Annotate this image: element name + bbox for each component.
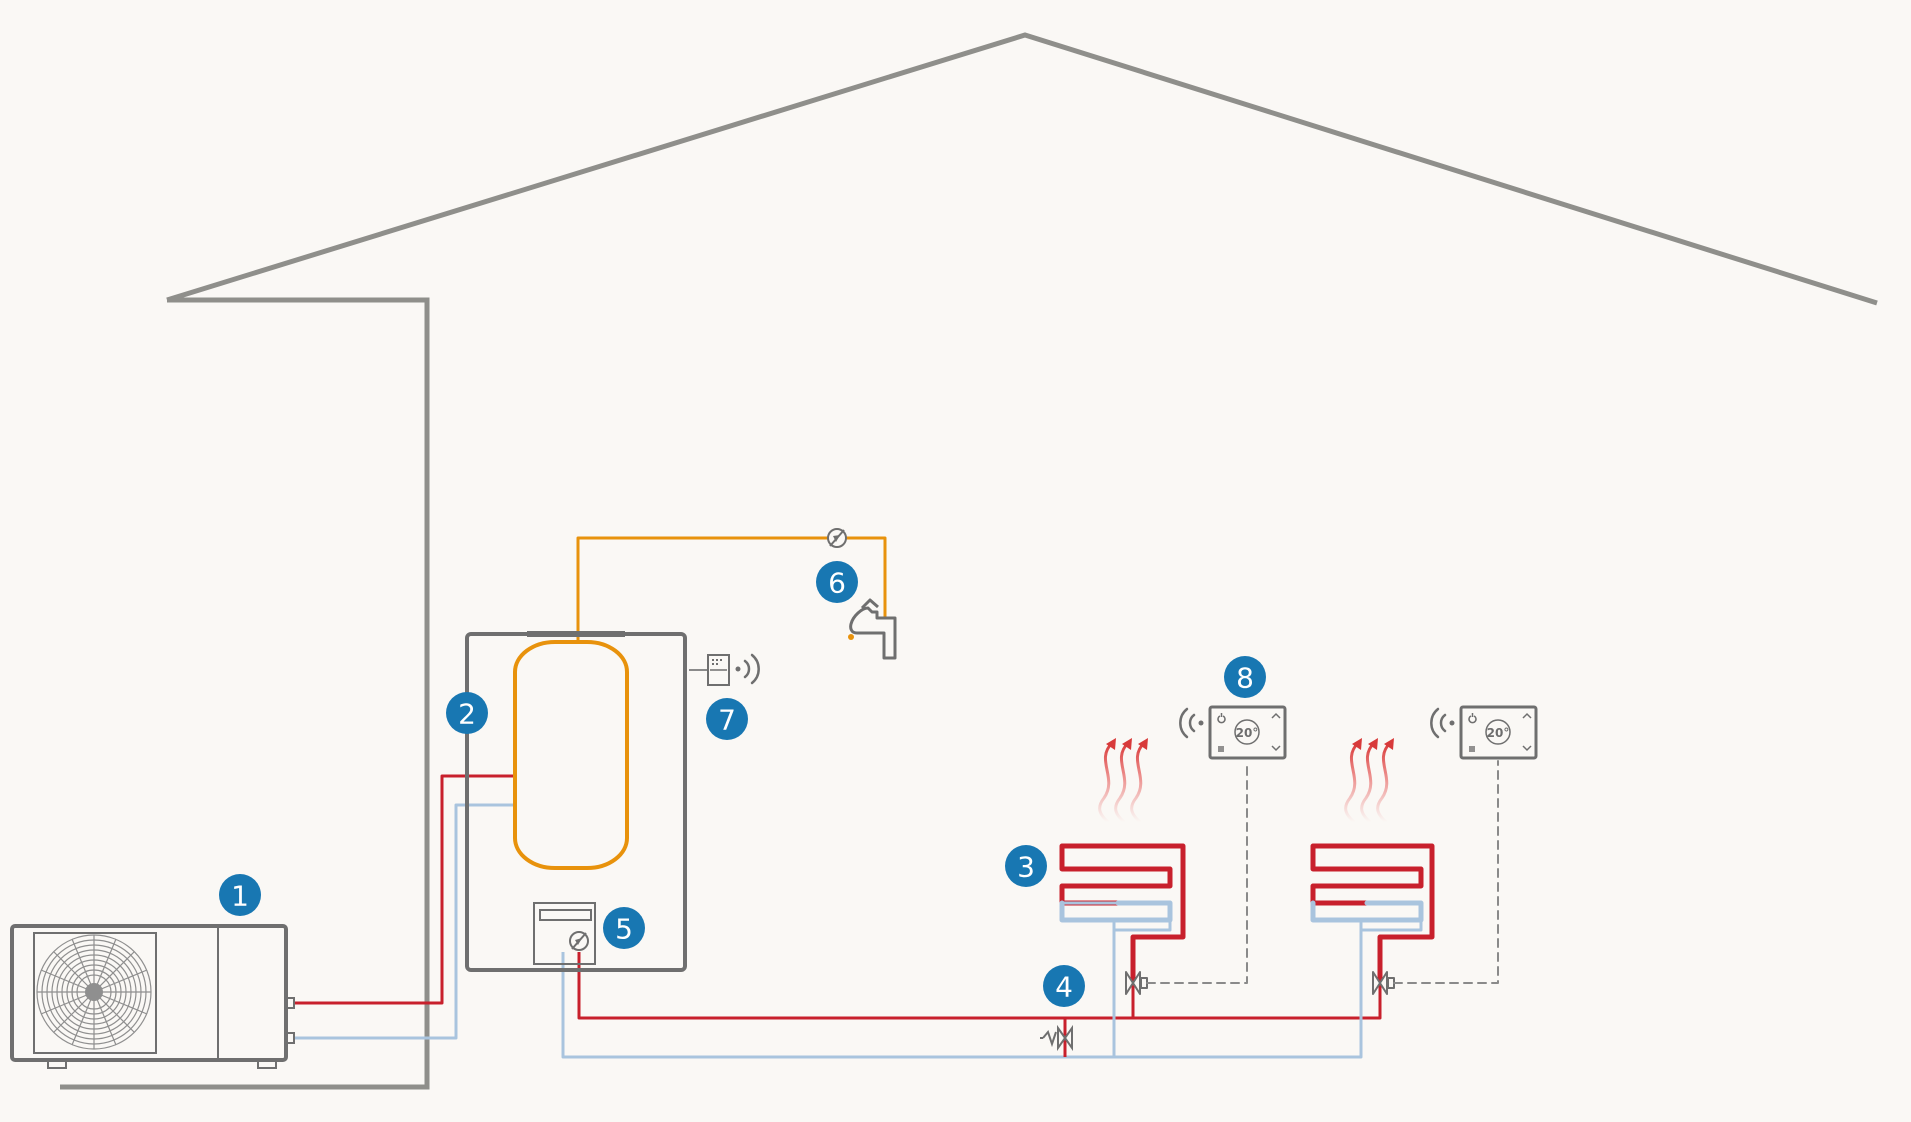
thermostat-display: 20°	[1487, 726, 1510, 740]
heat-pump-return-pipe	[293, 803, 513, 1040]
house-wall	[60, 297, 430, 1090]
badge-8: 8	[1224, 656, 1266, 698]
pump-icon	[533, 902, 596, 965]
heating-return-pipe	[561, 923, 1363, 1059]
zone1-cool-loops	[1059, 900, 1173, 923]
heating-supply-pipe	[577, 952, 1382, 1020]
indoor-unit	[465, 631, 687, 972]
dhw-pump-icon	[827, 528, 847, 548]
badge-5: 5	[603, 907, 645, 949]
badge-4: 4	[1043, 965, 1085, 1007]
zone2-cool-return	[1359, 918, 1423, 932]
svg-text:7: 7	[718, 704, 736, 737]
room-thermostat-1: 20°	[1179, 705, 1287, 760]
badge-3: 3	[1005, 845, 1047, 887]
heat-waves-icon	[1098, 741, 1392, 824]
wireless-signal-icon	[1430, 707, 1455, 739]
zone1-control-wire	[1146, 760, 1248, 984]
storage-tank	[513, 640, 629, 870]
fan-icon	[36, 934, 152, 1050]
svg-text:8: 8	[1236, 662, 1254, 695]
zone2-cool-loops	[1310, 900, 1424, 923]
underfloor-zone-2	[1310, 760, 1499, 995]
badge-6: 6	[816, 561, 858, 603]
callout-badges: 1 2 3 4 5 6 7 8	[219, 561, 1266, 1007]
pipework	[293, 536, 1382, 1059]
wireless-signal-icon	[1179, 707, 1204, 739]
house-roof	[166, 32, 1878, 306]
zone1-hot-loops	[1059, 843, 1186, 986]
wireless-controller	[689, 653, 760, 686]
house-outline	[60, 32, 1878, 1090]
svg-text:6: 6	[828, 567, 846, 600]
thermostat-display: 20°	[1236, 726, 1259, 740]
badge-7: 7	[706, 698, 748, 740]
svg-text:5: 5	[615, 913, 633, 946]
hot-water-supply-pipe	[576, 536, 887, 643]
zone2-control-wire	[1393, 760, 1499, 984]
svg-text:1: 1	[231, 880, 249, 913]
outdoor-unit	[10, 924, 295, 1069]
badge-1: 1	[219, 874, 261, 916]
zone1-cool-return	[1060, 901, 1172, 932]
zone2-valve-icon	[1372, 971, 1395, 995]
room-thermostat-2: 20°	[1430, 705, 1538, 760]
zone2-hot-loops	[1310, 843, 1435, 986]
svg-text:2: 2	[458, 698, 476, 731]
underfloor-zone-1	[1059, 760, 1248, 995]
wireless-signal-icon	[735, 653, 760, 685]
heat-pump-flow-pipe	[293, 774, 513, 1005]
zone1-valve-icon	[1125, 971, 1148, 995]
badge-2: 2	[446, 692, 488, 734]
heat-arrowheads	[1106, 738, 1394, 750]
svg-text:3: 3	[1017, 851, 1035, 884]
bypass-valve-icon	[1040, 1024, 1073, 1052]
svg-text:4: 4	[1055, 971, 1073, 1004]
tap-icon	[848, 598, 897, 660]
